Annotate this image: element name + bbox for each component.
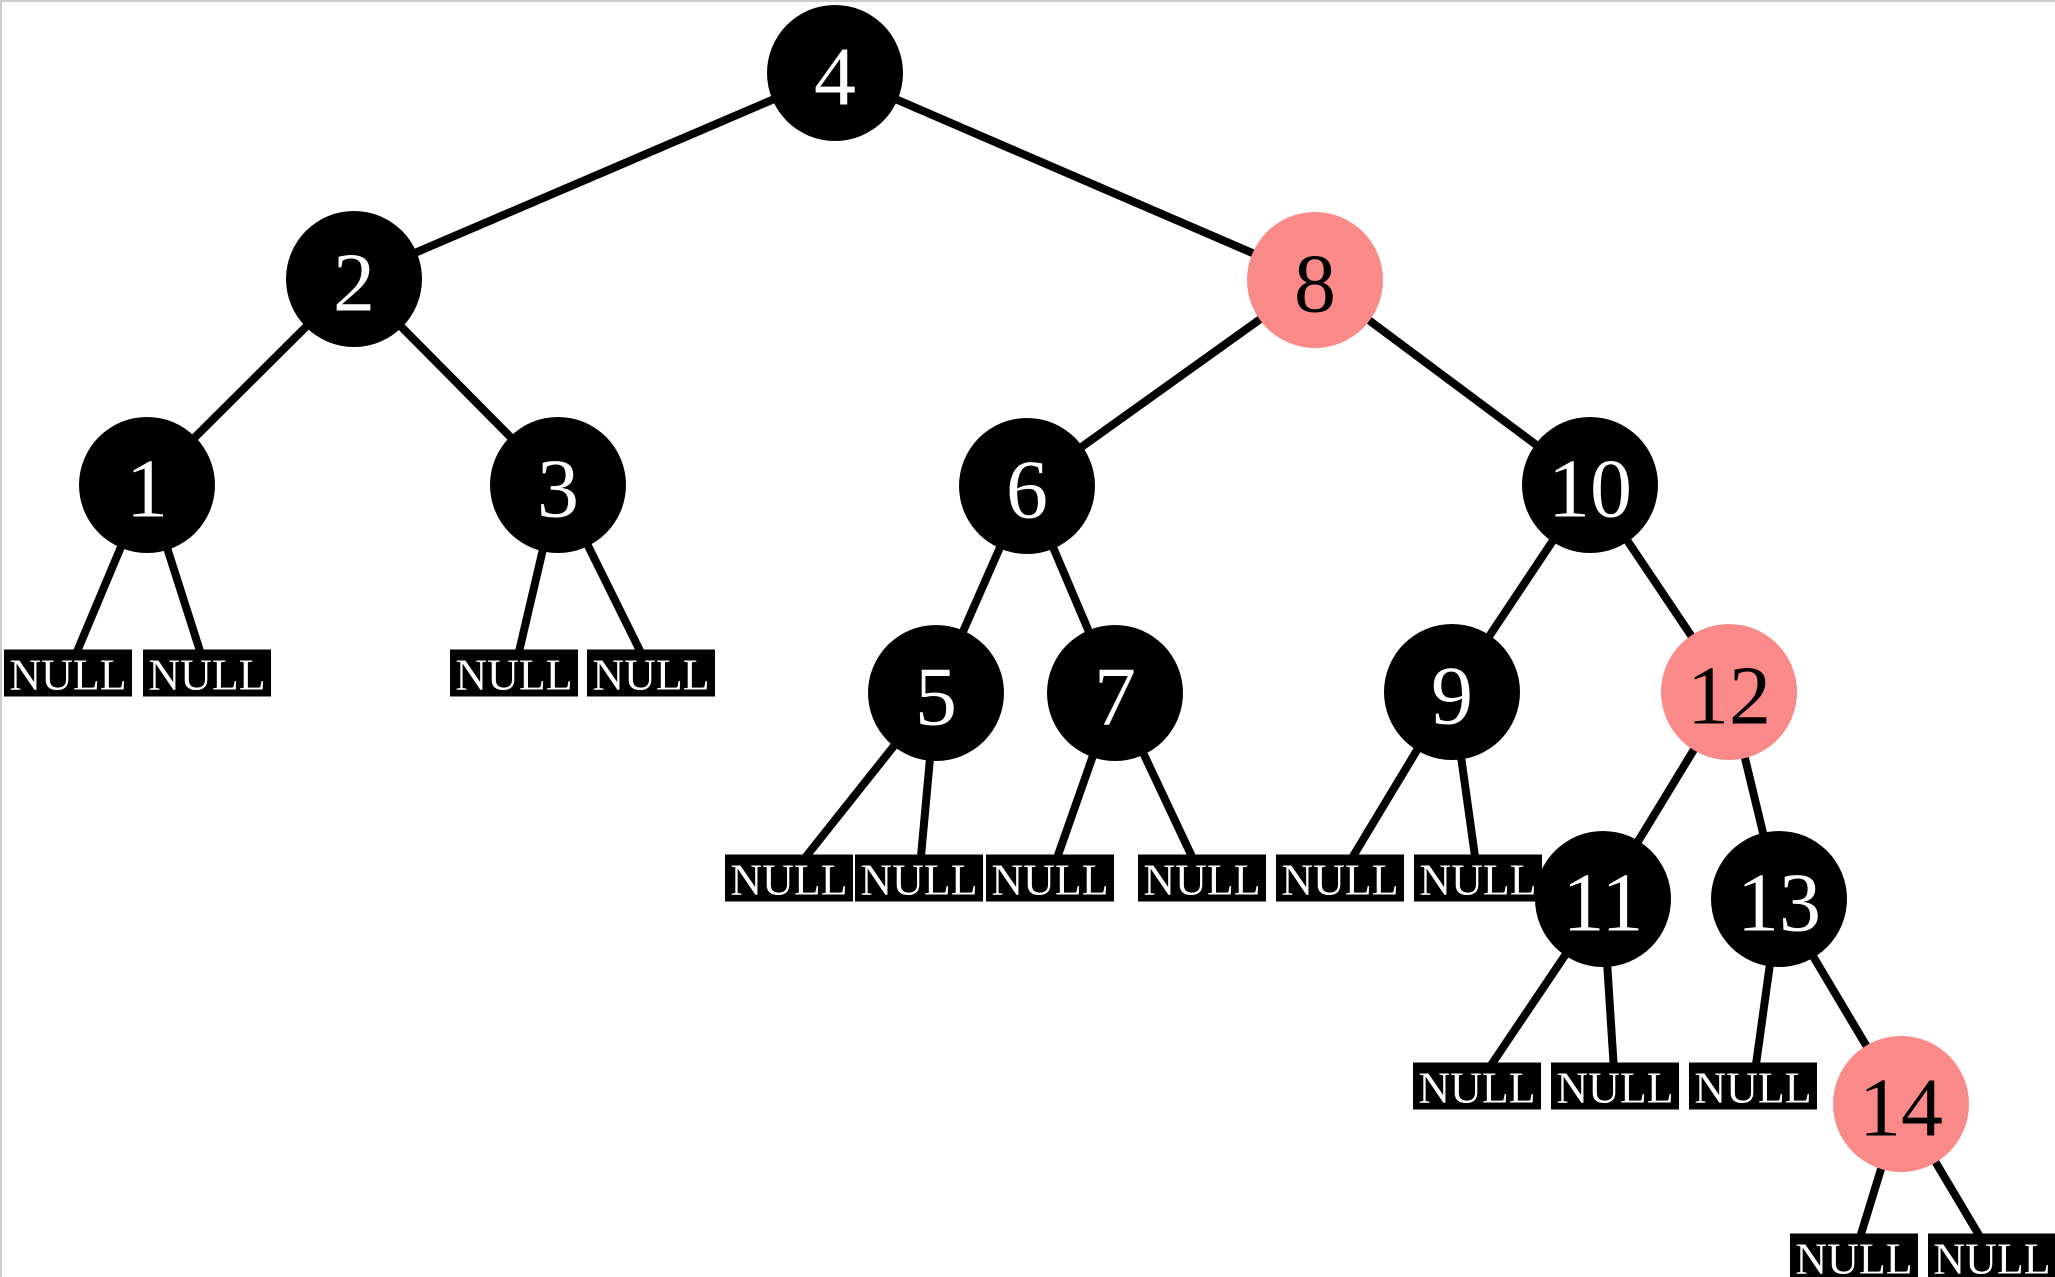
tree-node-12: 12 bbox=[1661, 624, 1797, 760]
tree-node-3: 3 bbox=[490, 417, 626, 553]
node-key-label: 9 bbox=[1431, 650, 1473, 743]
null-leaf-box bbox=[855, 854, 983, 902]
null-leaf-box bbox=[1138, 854, 1266, 902]
null-leaf-label: NULL bbox=[1143, 856, 1260, 905]
null-leaf-box bbox=[143, 649, 271, 697]
red-node-circle bbox=[1833, 1036, 1969, 1172]
tree-node-13: 13 bbox=[1711, 831, 1847, 967]
black-node-circle bbox=[1522, 417, 1658, 553]
null-leaf-label: NULL bbox=[455, 651, 572, 700]
null-leaf-null-7L: NULL bbox=[986, 854, 1114, 905]
node-key-label: 7 bbox=[1094, 651, 1136, 744]
null-leaf-null-1R: NULL bbox=[143, 649, 271, 700]
tree-node-14: 14 bbox=[1833, 1036, 1969, 1172]
null-leaf-box bbox=[1790, 1233, 1918, 1277]
black-node-circle bbox=[1535, 831, 1671, 967]
null-leaf-label: NULL bbox=[1933, 1235, 2050, 1277]
null-leaf-null-3L: NULL bbox=[450, 649, 578, 700]
node-key-label: 13 bbox=[1737, 857, 1821, 950]
tree-node-5: 5 bbox=[868, 625, 1004, 761]
null-leaf-label: NULL bbox=[592, 651, 709, 700]
null-leaf-null-9L: NULL bbox=[1276, 854, 1404, 905]
null-leaf-null-3R: NULL bbox=[587, 649, 715, 700]
edge-4-2 bbox=[352, 69, 837, 283]
null-leaf-box bbox=[1276, 854, 1404, 902]
black-node-circle bbox=[1384, 624, 1520, 760]
null-leaf-null-13L: NULL bbox=[1689, 1062, 1817, 1113]
node-key-label: 5 bbox=[915, 651, 957, 744]
null-leaf-null-5L: NULL bbox=[725, 854, 853, 905]
black-node-circle bbox=[959, 418, 1095, 554]
null-leaf-box bbox=[1413, 1062, 1541, 1110]
tree-node-9: 9 bbox=[1384, 624, 1520, 760]
edge-4-8 bbox=[833, 69, 1317, 284]
black-node-circle bbox=[868, 625, 1004, 761]
null-leaf-label: NULL bbox=[1795, 1235, 1912, 1277]
node-key-label: 8 bbox=[1294, 238, 1336, 331]
null-leaf-label: NULL bbox=[860, 856, 977, 905]
tree-node-11: 11 bbox=[1535, 831, 1671, 967]
black-node-circle bbox=[490, 417, 626, 553]
tree-node-4: 4 bbox=[767, 5, 903, 141]
null-leaf-box bbox=[1414, 854, 1542, 902]
null-leaf-box bbox=[587, 649, 715, 697]
node-key-label: 14 bbox=[1859, 1062, 1943, 1155]
null-leaf-box bbox=[4, 649, 132, 697]
null-leaf-label: NULL bbox=[9, 651, 126, 700]
null-leaf-null-9R: NULL bbox=[1414, 854, 1542, 905]
black-node-circle bbox=[1047, 625, 1183, 761]
null-leaf-box bbox=[1551, 1062, 1679, 1110]
null-leaf-null-14L: NULL bbox=[1790, 1233, 1918, 1277]
tree-node-1: 1 bbox=[79, 417, 215, 553]
null-leaf-label: NULL bbox=[1556, 1064, 1673, 1113]
null-leaf-box bbox=[725, 854, 853, 902]
black-node-circle bbox=[1711, 831, 1847, 967]
black-node-circle bbox=[767, 5, 903, 141]
red-node-circle bbox=[1247, 212, 1383, 348]
null-leaf-null-1L: NULL bbox=[4, 649, 132, 700]
node-key-label: 11 bbox=[1563, 857, 1644, 950]
null-leaf-label: NULL bbox=[730, 856, 847, 905]
node-key-label: 1 bbox=[126, 443, 168, 536]
node-key-label: 4 bbox=[814, 31, 856, 124]
null-leaf-null-11R: NULL bbox=[1551, 1062, 1679, 1113]
node-key-label: 12 bbox=[1687, 650, 1771, 743]
node-key-label: 2 bbox=[333, 237, 375, 330]
null-leaf-label: NULL bbox=[1419, 856, 1536, 905]
null-leaf-null-5R: NULL bbox=[855, 854, 983, 905]
null-leaf-box bbox=[1928, 1233, 2055, 1277]
node-key-label: 3 bbox=[537, 443, 579, 536]
null-leaf-null-11L: NULL bbox=[1413, 1062, 1541, 1113]
null-leaf-box bbox=[1689, 1062, 1817, 1110]
tree-node-8: 8 bbox=[1247, 212, 1383, 348]
null-leaf-label: NULL bbox=[148, 651, 265, 700]
null-leaf-label: NULL bbox=[1694, 1064, 1811, 1113]
null-leaf-box bbox=[986, 854, 1114, 902]
node-key-label: 6 bbox=[1006, 444, 1048, 537]
black-node-circle bbox=[286, 211, 422, 347]
tree-node-2: 2 bbox=[286, 211, 422, 347]
red-node-circle bbox=[1661, 624, 1797, 760]
null-leaf-null-7R: NULL bbox=[1138, 854, 1266, 905]
tree-node-7: 7 bbox=[1047, 625, 1183, 761]
null-leaf-null-14R: NULL bbox=[1928, 1233, 2055, 1277]
null-leaf-label: NULL bbox=[1418, 1064, 1535, 1113]
tree-node-6: 6 bbox=[959, 418, 1095, 554]
node-key-label: 10 bbox=[1548, 443, 1632, 536]
black-node-circle bbox=[79, 417, 215, 553]
tree-node-10: 10 bbox=[1522, 417, 1658, 553]
null-leaf-label: NULL bbox=[1281, 856, 1398, 905]
null-leaf-label: NULL bbox=[991, 856, 1108, 905]
null-leaf-box bbox=[450, 649, 578, 697]
